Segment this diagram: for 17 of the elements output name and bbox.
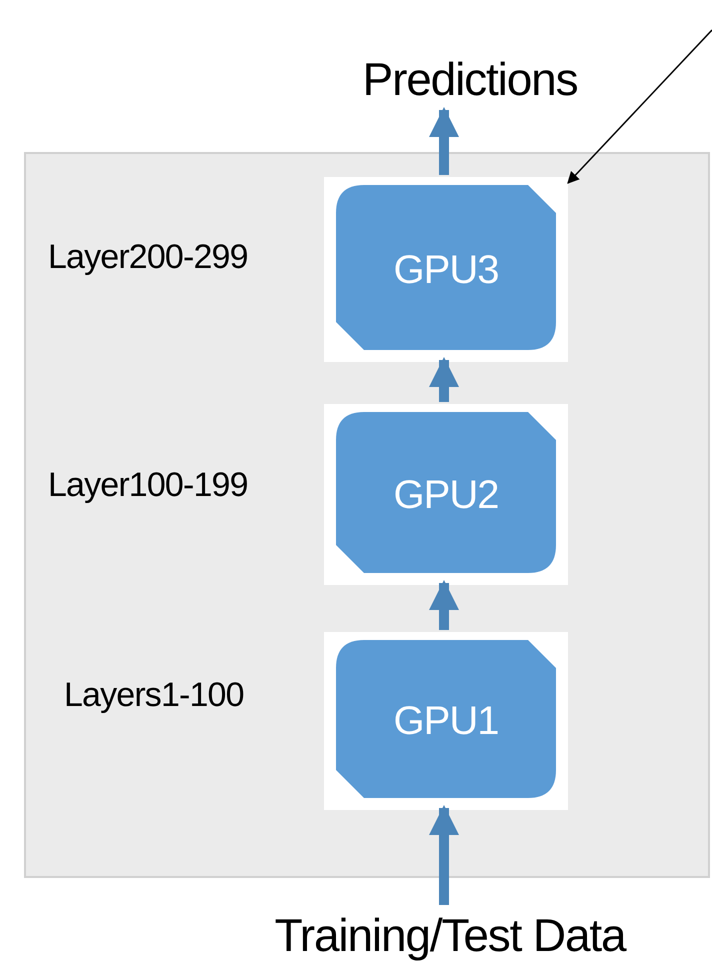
layer-range-label: Layer100-199: [48, 468, 248, 502]
layer-range-label: Layer200-299: [48, 240, 248, 274]
gpu-label: GPU1: [394, 698, 498, 745]
gpu-label: GPU3: [394, 246, 498, 294]
gpu-label: GPU2: [394, 472, 498, 518]
flow-arrow: [429, 107, 459, 175]
layer-range-label: Layers1-100: [64, 678, 244, 712]
gpu-block: [324, 632, 568, 810]
io-label: Predictions: [325, 48, 615, 110]
gpu-block: [324, 404, 568, 585]
io-label: Training/Test Data: [215, 905, 685, 965]
gpu-block: [324, 177, 568, 362]
panel-background: [24, 152, 710, 878]
flow-arrow: [429, 580, 459, 630]
flow-arrow: [429, 805, 459, 905]
pointer-arrow: [567, 29, 712, 184]
flow-arrow: [429, 357, 459, 402]
